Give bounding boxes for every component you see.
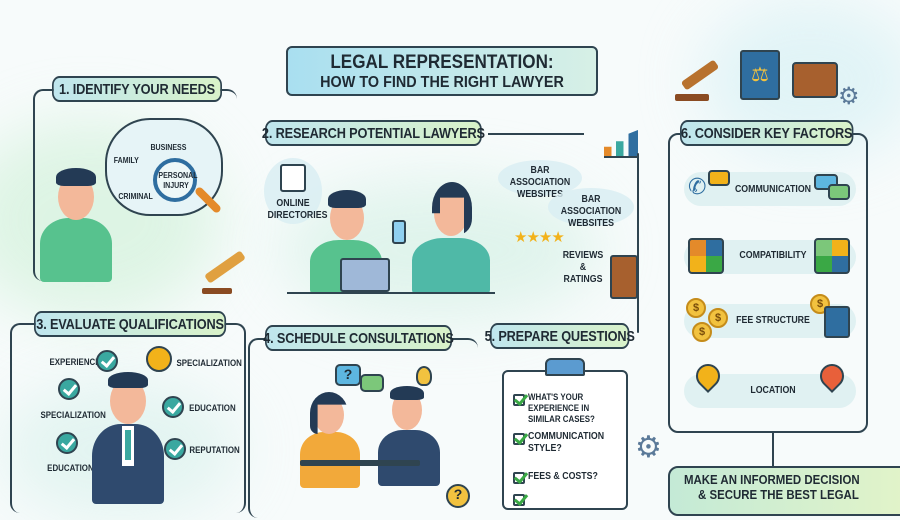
check-badge-icon: [58, 378, 80, 400]
qual-experience: EXPERIENCE: [49, 357, 101, 367]
connector-line: [637, 153, 639, 333]
step5-label: 5. PREPARE QUESTIONS: [485, 323, 635, 349]
magnifier-icon: [153, 158, 197, 202]
factor-communication-label: COMMUNICATION: [734, 184, 812, 195]
step4-frame: [248, 338, 478, 518]
question-3: FEES & COSTS?: [528, 471, 598, 482]
gavel-base: [202, 288, 232, 294]
phone-icon: ✆: [688, 174, 707, 199]
check-badge-icon: [162, 396, 184, 418]
bar-bubble-2: [548, 188, 634, 226]
need-personal-injury: PERSONAL INJURY: [158, 171, 198, 190]
chat-icon: [708, 170, 730, 186]
calculator-icon: [824, 306, 850, 338]
table: [300, 460, 420, 466]
qual-reputation: REPUTATION: [189, 445, 240, 455]
coin-icon: $: [692, 322, 712, 342]
question-2: COMMUNICATION STYLE?: [528, 431, 605, 454]
title-banner: LEGAL REPRESENTATION: HOW TO FIND THE RI…: [286, 46, 598, 96]
qual-education-1: EDUCATION: [189, 403, 236, 413]
qual-education-2: EDUCATION: [47, 463, 94, 473]
decision-line1: MAKE AN INFORMED DECISION: [684, 472, 860, 487]
factor-compatibility: COMPATIBILITY: [684, 236, 856, 276]
step2-label: 2. RESEARCH POTENTIAL LAWYERS: [262, 120, 485, 146]
checkbox: [513, 494, 525, 506]
step1-label: 1. IDENTIFY YOUR NEEDS: [52, 76, 222, 102]
checkbox-checked: [513, 394, 525, 406]
chat-icon: [828, 184, 850, 200]
factor-fee-structure-label: FEE STRUCTURE: [736, 315, 810, 326]
gear-icon: ⚙: [838, 83, 860, 110]
title-line1: LEGAL REPRESENTATION:: [330, 52, 554, 73]
chart-icon: [604, 130, 638, 158]
decision-box: MAKE AN INFORMED DECISION & SECURE THE B…: [668, 466, 900, 516]
qual-specialization-1: SPECIALIZATION: [176, 358, 242, 368]
factor-compatibility-label: COMPATIBILITY: [739, 250, 807, 261]
law-book-icon: ⚖: [740, 50, 780, 100]
divider-line: [287, 292, 495, 294]
need-criminal: CRIMINAL: [118, 192, 153, 201]
laptop-icon: [340, 258, 390, 292]
puzzle-icon: [688, 238, 724, 274]
source-bar-association-2: BAR ASSOCIATION WEBSITES: [560, 194, 622, 229]
checkbox-checked: [513, 433, 525, 445]
factor-location: LOCATION: [684, 359, 856, 414]
lightbulb-icon: [416, 366, 432, 386]
qual-specialization-2: SPECIALIZATION: [40, 410, 106, 420]
clipboard-clip: [545, 358, 585, 376]
connector-line: [772, 433, 774, 467]
question-1: WHAT'S YOUR EXPERIENCE IN SIMILAR CASES?: [528, 392, 595, 424]
decision-line2: & SECURE THE BEST LEGAL: [698, 487, 859, 502]
step3-label: 3. EVALUATE QUALIFICATIONS: [34, 311, 227, 337]
step6-label: 6. CONSIDER KEY FACTORS: [680, 120, 854, 146]
need-family: FAMILY: [113, 156, 139, 165]
browser-icon: [280, 164, 306, 192]
checkbox-checked: [513, 472, 525, 484]
connector-line: [488, 133, 584, 135]
factor-fee-structure: $ $ $ FEE STRUCTURE $: [684, 292, 856, 348]
puzzle-icon: [814, 238, 850, 274]
factor-location-label: LOCATION: [750, 385, 796, 396]
coin-icon: $: [686, 298, 706, 318]
question-icon: ?: [446, 484, 470, 508]
step4-label: 4. SCHEDULE CONSULTATIONS: [263, 325, 454, 351]
speech-bubble-icon: [360, 374, 384, 392]
source-reviews-ratings: REVIEWS & RATINGS: [562, 250, 604, 285]
check-badge-icon: [96, 350, 118, 372]
factor-communication: ✆ COMMUNICATION: [684, 170, 856, 206]
briefcase-icon: [792, 62, 838, 98]
book-icon: [610, 255, 638, 299]
phone-icon: [392, 220, 406, 244]
source-bar-association-1: BAR ASSOCIATION WEBSITES: [509, 165, 571, 200]
stars-icon: ★★★★: [514, 229, 565, 246]
check-badge-icon: [164, 438, 186, 460]
speech-bubble-icon: ?: [335, 364, 361, 386]
check-badge-icon: [56, 432, 78, 454]
need-business: BUSINESS: [150, 143, 187, 152]
gavel-base: [675, 94, 709, 101]
gear-icon: ⚙: [635, 431, 662, 464]
title-line2: HOW TO FIND THE RIGHT LAWYER: [320, 74, 564, 91]
source-online-directories: ONLINE DIRECTORIES: [267, 198, 328, 221]
award-icon: [146, 346, 172, 372]
coin-icon: $: [708, 308, 728, 328]
